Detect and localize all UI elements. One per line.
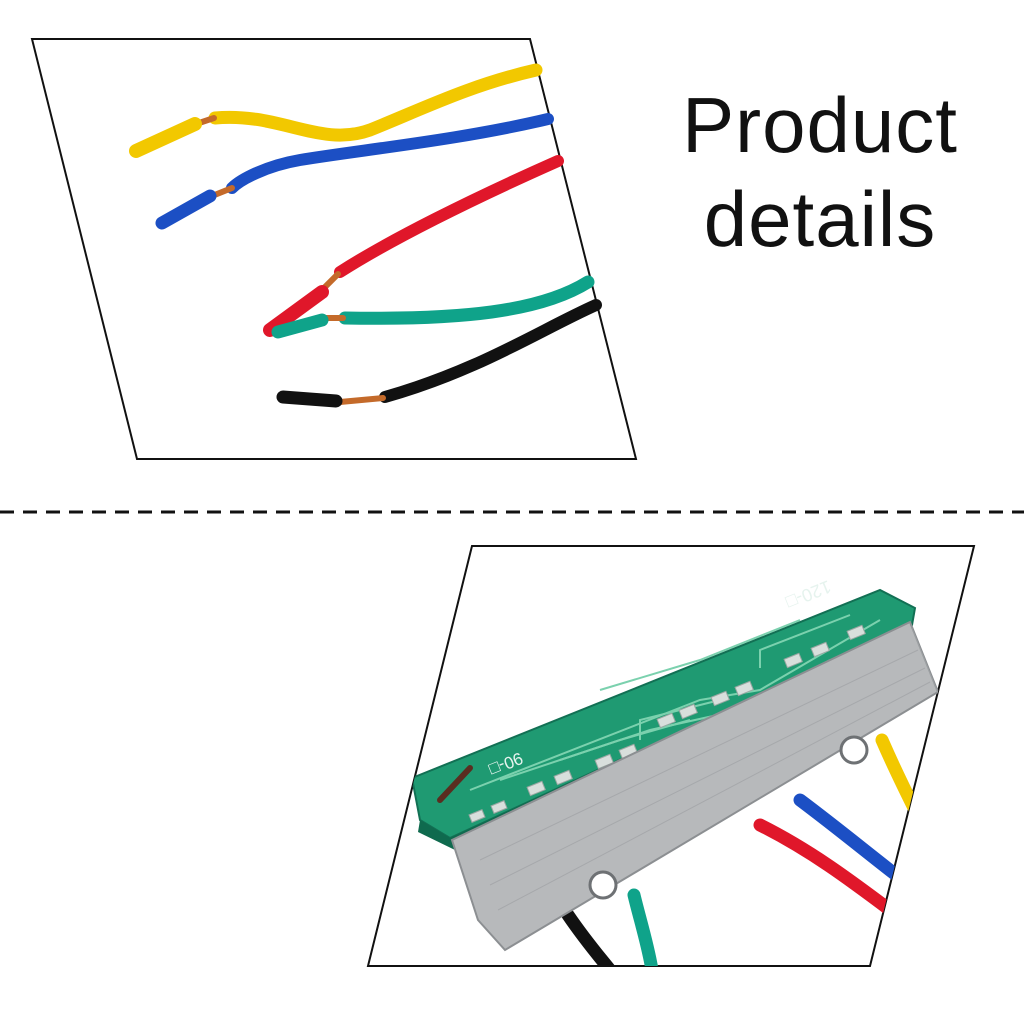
yellow-wire: [129, 63, 543, 158]
title-line-2: details: [703, 175, 937, 263]
pcb-wire-stub: [437, 765, 473, 803]
blue-lead: [793, 793, 907, 885]
page-title: Product details: [630, 78, 1010, 266]
heat-sink-texture: [479, 649, 931, 911]
black-lead: [561, 908, 617, 966]
green-wire: [271, 275, 595, 339]
solder-pads: [468, 624, 866, 823]
green-lead: [627, 888, 659, 966]
title-line-1: Product: [682, 81, 958, 169]
mounting-hole-right: [839, 735, 869, 765]
black-wire: [276, 299, 602, 408]
blue-wire: [155, 113, 554, 230]
heat-sink-edge: [910, 622, 942, 705]
red-lead: [753, 818, 897, 917]
mounting-hole-left: [588, 870, 618, 900]
wire-ends-panel: [30, 38, 638, 460]
circuit-board-panel: 120-□ 90-□: [366, 545, 976, 967]
heat-sink: [450, 620, 940, 952]
red-wire: [263, 155, 564, 337]
